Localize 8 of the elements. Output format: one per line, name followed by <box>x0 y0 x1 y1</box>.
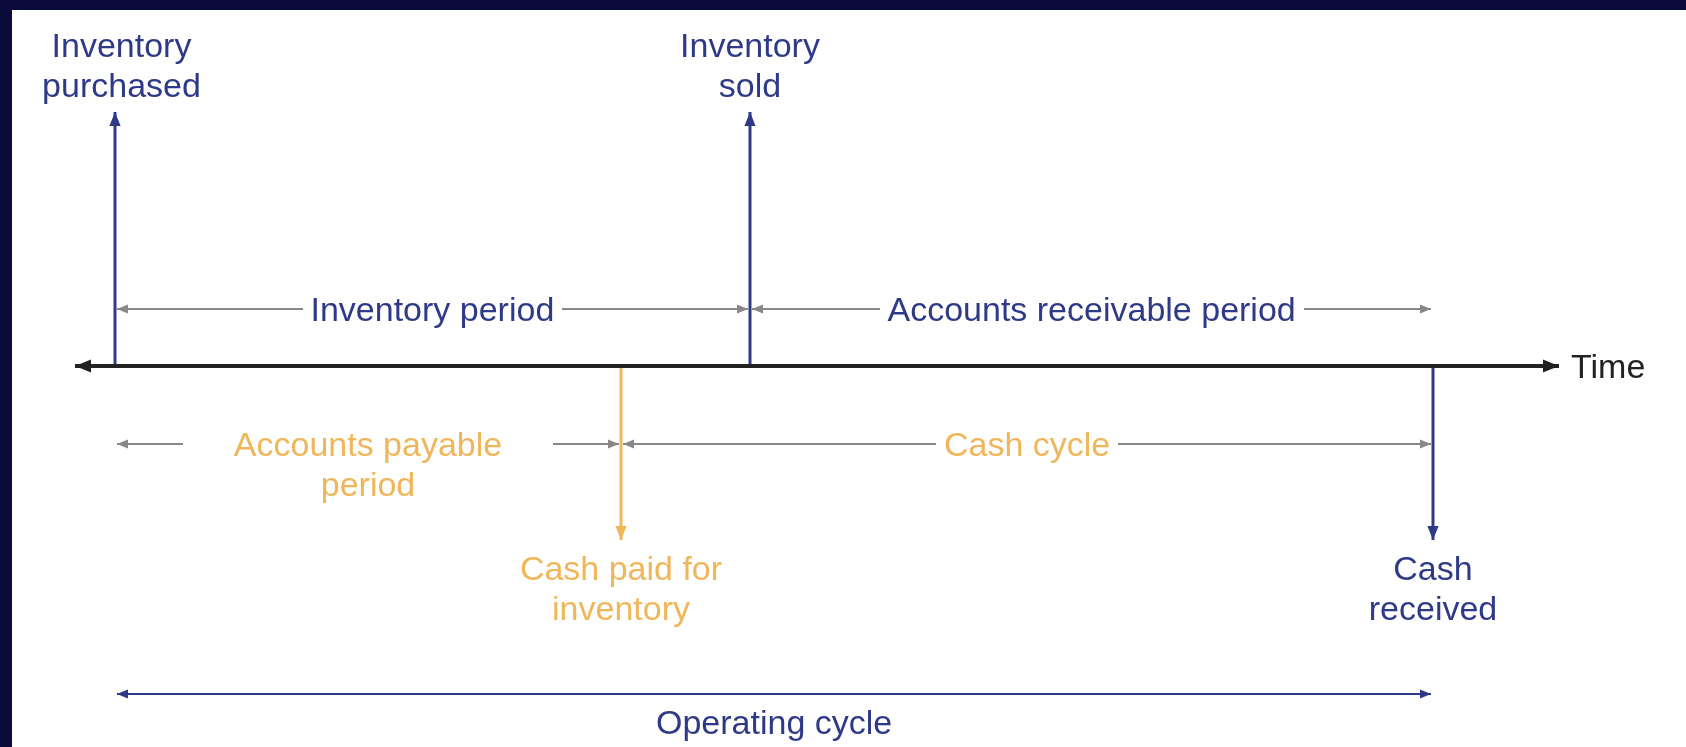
arrow <box>615 366 627 540</box>
event-label: Cash received <box>1333 540 1533 636</box>
event-label: Inventory purchased <box>14 18 229 112</box>
event-label: Cash paid for inventory <box>486 540 756 636</box>
arrow <box>109 112 121 366</box>
event-label: Inventory sold <box>650 18 850 112</box>
arrow <box>744 112 756 366</box>
arrow <box>1427 366 1439 540</box>
